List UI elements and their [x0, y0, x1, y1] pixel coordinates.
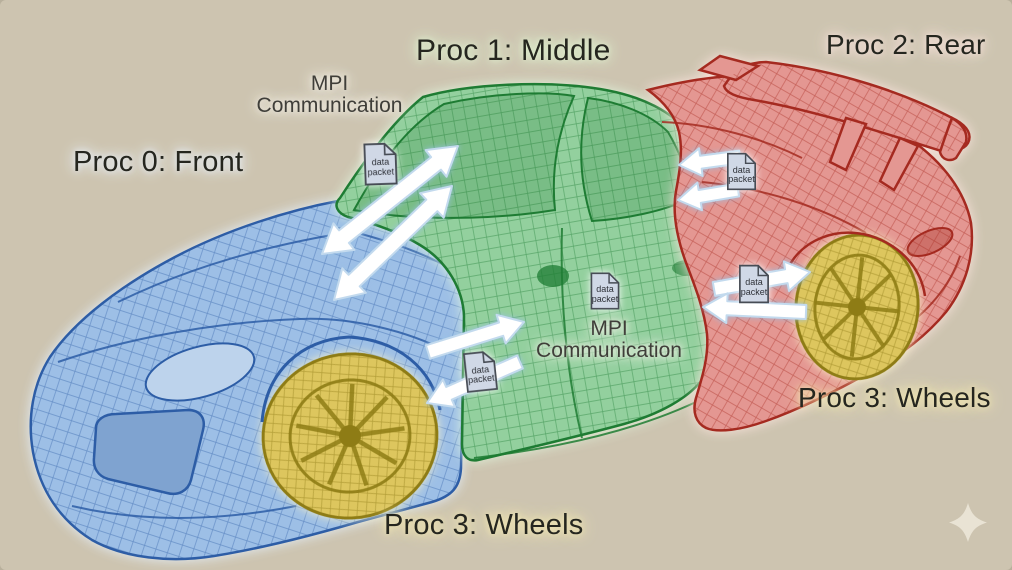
- mpi-top-line2: Communication: [256, 94, 403, 117]
- rocker-line: [473, 401, 697, 459]
- front-wheel-arch: [260, 335, 442, 423]
- label-proc3-wheels-bottom: Proc 3: Wheels: [384, 509, 584, 541]
- door-seam-line: [560, 227, 583, 439]
- document-fold: [608, 273, 619, 284]
- document-fold: [744, 153, 756, 165]
- label-mpi-communication-center: MPI Communication: [521, 318, 697, 362]
- packet-label-line1: data: [745, 277, 763, 287]
- headlight: [144, 342, 256, 402]
- packet-label-line1: data: [732, 164, 751, 175]
- packet-label-line2: packet: [367, 166, 395, 177]
- mpi-top-line1: MPI: [310, 72, 349, 95]
- document-icon: [462, 351, 499, 393]
- document-icon: [590, 272, 620, 310]
- packet-label-line2: packet: [740, 286, 768, 297]
- label-proc1-middle: Proc 1: Middle: [416, 34, 611, 67]
- packet-label-line2: packet: [728, 174, 755, 184]
- packet-label-line2: packet: [467, 372, 495, 386]
- rear-spokes: [815, 257, 899, 357]
- arrow-rear-to-middle-top-2: [677, 181, 741, 212]
- document-fold: [757, 265, 769, 277]
- document-icon: [727, 152, 756, 191]
- rear-hub: [848, 298, 866, 316]
- spoiler-strut-right: [878, 136, 920, 192]
- label-proc3-wheels-right: Proc 3: Wheels: [798, 382, 991, 413]
- taillight: [906, 226, 954, 258]
- document-icon: [739, 264, 769, 304]
- packet-label-line1: data: [596, 284, 614, 294]
- arrow-front-to-middle-bottom: [424, 313, 525, 360]
- hood-crease-line: [117, 232, 345, 303]
- front-rim: [288, 378, 412, 494]
- front-wheel: [250, 341, 450, 531]
- label-mpi-communication-top: MPI Communication: [242, 73, 417, 117]
- side-mirror: [537, 265, 569, 287]
- mpi-center-line1: MPI: [590, 317, 628, 340]
- arrow-front-middle-2: [333, 185, 453, 301]
- document-icon: [363, 142, 398, 186]
- label-proc2-rear: Proc 2: Rear: [826, 29, 986, 60]
- mpi-center-line2: Communication: [536, 339, 682, 362]
- label-proc0-front: Proc 0: Front: [73, 146, 244, 178]
- sparkle-icon: [949, 503, 987, 542]
- document-fold: [482, 352, 495, 364]
- bumper-top-line: [57, 317, 449, 363]
- front-lip-line: [71, 505, 297, 519]
- arrow-front-middle-1: [321, 145, 459, 255]
- document-fold: [383, 143, 396, 156]
- front-hub: [339, 425, 361, 447]
- rear-wheel-arch: [786, 231, 927, 297]
- deck-line: [661, 121, 803, 159]
- front-spokes: [295, 383, 405, 487]
- haunch-line: [701, 181, 867, 234]
- arrow-rear-to-middle-right: [702, 292, 808, 325]
- packet-label-line2: packet: [591, 293, 619, 304]
- front-air-intake: [92, 408, 205, 496]
